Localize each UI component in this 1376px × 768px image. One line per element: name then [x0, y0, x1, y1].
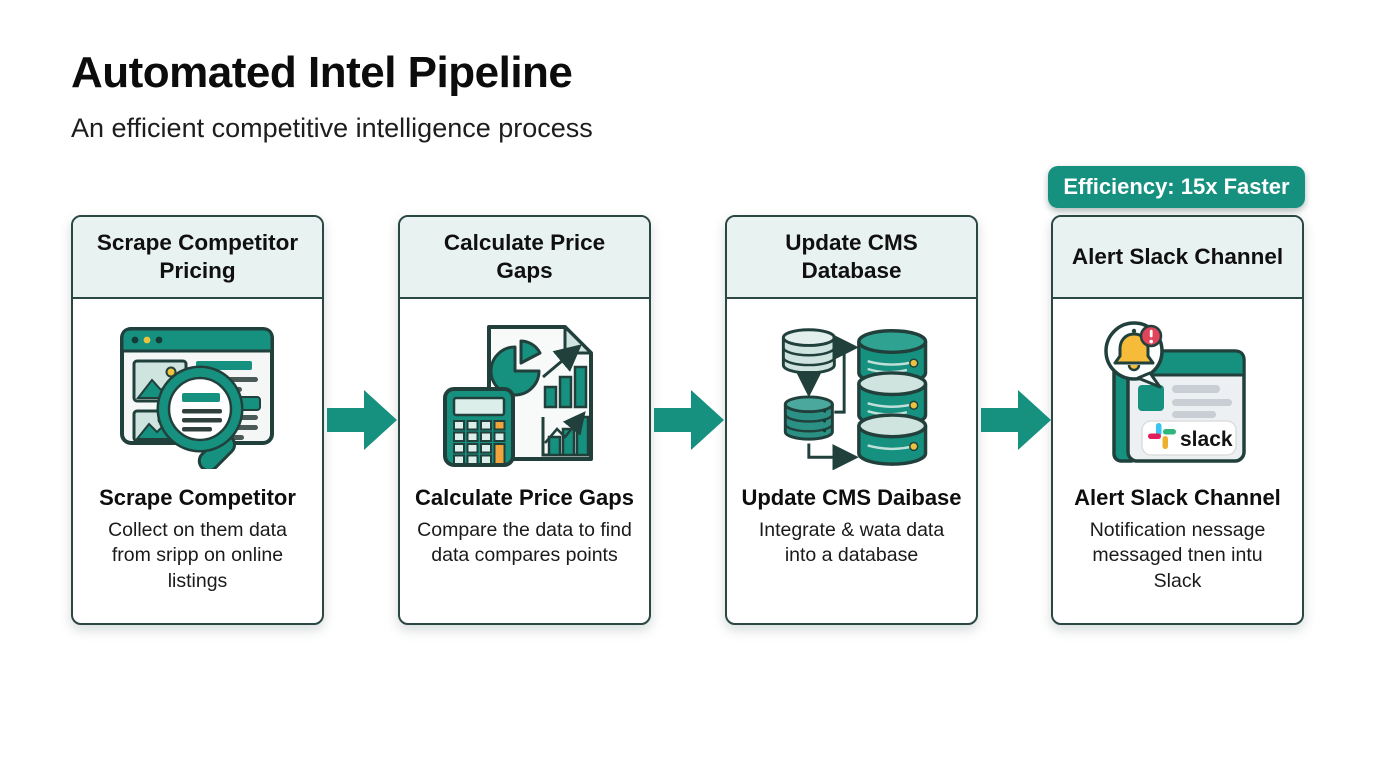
step-title: Alert Slack Channel — [1074, 485, 1281, 510]
slack-alert-icon: slack — [1053, 315, 1302, 473]
step-card-header: Update CMS Database — [727, 217, 976, 299]
step-card-calculate: Calculate Price Gaps — [398, 215, 651, 625]
efficiency-badge-label: Efficiency: 15x Faster — [1063, 174, 1290, 199]
step-card-alert: Alert Slack Channel slack — [1051, 215, 1304, 625]
step-description: Compare the data to find data compares p… — [417, 519, 632, 567]
step-card-header: Alert Slack Channel — [1053, 217, 1302, 299]
efficiency-badge: Efficiency: 15x Faster — [1048, 166, 1305, 208]
step-description: Collect on them data from sripp on onlin… — [108, 519, 287, 592]
step-description: Integrate & wata data into a database — [758, 519, 945, 567]
browser-magnifier-icon — [73, 315, 322, 473]
calculator-chart-icon — [400, 315, 649, 473]
page-title: Automated Intel Pipeline — [71, 48, 573, 97]
page-subtitle: An efficient competitive intelligence pr… — [71, 113, 593, 143]
step-card-header: Scrape Competitor Pricing — [73, 217, 322, 299]
slack-wordmark: slack — [1180, 428, 1233, 451]
step-title: Update CMS Daibase — [741, 485, 962, 510]
flow-arrow-icon — [981, 390, 1051, 450]
flow-arrow-icon — [654, 390, 724, 450]
step-title: Calculate Price Gaps — [415, 485, 634, 510]
step-card-header: Calculate Price Gaps — [400, 217, 649, 299]
database-sync-icon — [727, 315, 976, 473]
step-description: Notification nessage messaged tnen intu … — [1089, 519, 1266, 592]
step-card-update: Update CMS Database — [725, 215, 978, 625]
step-card-scrape: Scrape Competitor Pricing — [71, 215, 324, 625]
step-title: Scrape Competitor — [99, 485, 296, 510]
flow-arrow-icon — [327, 390, 397, 450]
